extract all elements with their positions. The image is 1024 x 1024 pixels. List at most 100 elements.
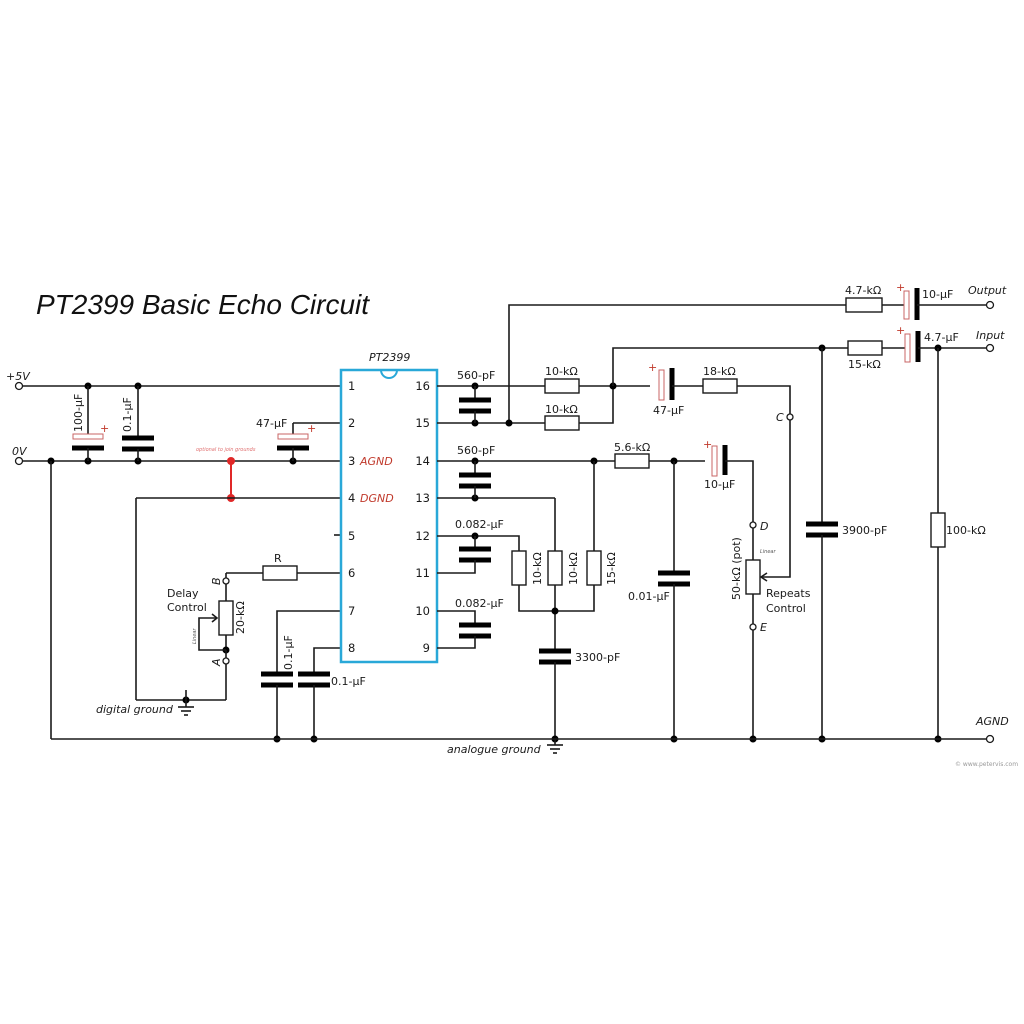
- ic-pin-2: 2: [348, 416, 355, 430]
- repeats-control: D Linear 50-kΩ (pot) Repeats Control E: [730, 520, 811, 743]
- svg-text:optional to join grounds: optional to join grounds: [196, 447, 256, 453]
- zero-v-terminal[interactable]: [14, 456, 24, 466]
- input-terminal[interactable]: [985, 343, 995, 353]
- svg-text:20-kΩ: 20-kΩ: [234, 601, 247, 634]
- capacitor-560pf-a: 560-pF: [437, 369, 650, 427]
- svg-text:5.6-kΩ: 5.6-kΩ: [614, 441, 650, 454]
- plus5v-label: +5V: [6, 370, 31, 383]
- svg-text:Delay: Delay: [167, 587, 199, 600]
- resistor-10k-b: 10-kΩ: [544, 386, 614, 431]
- svg-text:+: +: [100, 422, 109, 435]
- svg-text:10-kΩ: 10-kΩ: [567, 552, 580, 585]
- input-label: Input: [976, 329, 1005, 342]
- ic-pin-15: 15: [415, 416, 430, 430]
- svg-text:3300-pF: 3300-pF: [575, 651, 620, 664]
- svg-text:18-kΩ: 18-kΩ: [703, 365, 736, 378]
- ic-pin-4: 4: [348, 491, 355, 505]
- ic-pin-12: 12: [415, 529, 430, 543]
- svg-text:0.1-µF: 0.1-µF: [331, 675, 366, 688]
- svg-text:4.7-µF: 4.7-µF: [924, 331, 959, 344]
- analogue-ground-label: analogue ground: [447, 743, 542, 756]
- ic-pin-9: 9: [423, 641, 430, 655]
- resistor-5k6: 5.6-kΩ: [614, 441, 650, 469]
- svg-text:D: D: [760, 520, 768, 533]
- capacitor-47uf-pin2: + 47-µF: [256, 417, 340, 461]
- terminal-e[interactable]: [749, 623, 757, 631]
- svg-text:0.1-µF: 0.1-µF: [282, 635, 295, 670]
- svg-text:4.7-kΩ: 4.7-kΩ: [845, 284, 881, 297]
- agnd-terminal[interactable]: [985, 734, 995, 744]
- capacitor-0-082uf-b: 0.082-µF: [437, 597, 504, 649]
- watermark: © www.petervis.com: [955, 761, 1018, 768]
- ic-pin-8: 8: [348, 641, 355, 655]
- capacitor-0-082uf-a: 0.082-µF: [437, 518, 520, 574]
- svg-text:10-kΩ: 10-kΩ: [545, 403, 578, 416]
- svg-text:Linear: Linear: [192, 628, 198, 644]
- capacitor-0-1uf-supply: 0.1-µF: [121, 386, 154, 461]
- capacitor-10uf-repeats: + 10-µF: [703, 438, 754, 522]
- ic-pin-13: 13: [415, 491, 430, 505]
- svg-text:0.1-µF: 0.1-µF: [121, 397, 134, 432]
- ic-pin-3: 3: [348, 454, 355, 468]
- potentiometer-50k[interactable]: [745, 559, 761, 595]
- svg-text:47-µF: 47-µF: [653, 404, 684, 417]
- svg-text:0.082-µF: 0.082-µF: [455, 518, 504, 531]
- ic-pin-11: 11: [415, 566, 430, 580]
- terminal-b[interactable]: [222, 577, 230, 585]
- supply-5v-rail: +5V: [6, 370, 340, 391]
- svg-text:15-kΩ: 15-kΩ: [848, 358, 881, 371]
- plus5v-terminal[interactable]: [14, 381, 24, 391]
- svg-text:10-µF: 10-µF: [704, 478, 735, 491]
- input-line: 15-kΩ + 4.7-µF Input: [612, 324, 1005, 386]
- svg-text:10-kΩ: 10-kΩ: [545, 365, 578, 378]
- capacitor-0-01uf: 0.01-µF: [628, 461, 690, 743]
- zero-v-label: 0V: [12, 445, 28, 458]
- dgnd-wire: digital ground: [96, 497, 340, 716]
- svg-text:3900-pF: 3900-pF: [842, 524, 887, 537]
- ic-pin-name-dgnd: DGND: [360, 492, 394, 505]
- svg-text:47-µF: 47-µF: [256, 417, 287, 430]
- resistor-network: 10-kΩ 10-kΩ 15-kΩ: [511, 461, 618, 651]
- terminal-c[interactable]: [786, 413, 794, 421]
- svg-text:15-kΩ: 15-kΩ: [605, 552, 618, 585]
- delay-control: R B 20-kΩ Linear A Delay Control: [167, 552, 340, 700]
- output-label: Output: [968, 284, 1007, 297]
- ic-name: PT2399: [369, 351, 410, 364]
- capacitor-3900pf: 3900-pF: [806, 348, 887, 743]
- svg-text:+: +: [896, 281, 905, 294]
- diagram-title: PT2399 Basic Echo Circuit: [36, 289, 370, 320]
- ic-pin-1: 1: [348, 379, 355, 393]
- svg-text:0.082-µF: 0.082-µF: [455, 597, 504, 610]
- capacitor-560pf-b: 560-pF: [437, 444, 705, 502]
- agnd-label: AGND: [975, 715, 1009, 728]
- svg-text:+: +: [648, 361, 657, 374]
- svg-text:Linear: Linear: [760, 549, 776, 555]
- capacitor-3300pf: 3300-pF: [539, 648, 620, 743]
- ic-pin-14: 14: [415, 454, 430, 468]
- ic-pin-6: 6: [348, 566, 355, 580]
- ic-pin-10: 10: [415, 604, 430, 618]
- svg-text:+: +: [307, 422, 316, 435]
- svg-text:Control: Control: [766, 602, 806, 615]
- svg-text:Repeats: Repeats: [766, 587, 811, 600]
- capacitor-100uf: + 100-µF: [72, 386, 109, 461]
- ic-pin-16: 16: [415, 379, 430, 393]
- potentiometer-20k[interactable]: [218, 600, 234, 636]
- terminal-a[interactable]: [222, 657, 230, 665]
- ic-pin-7: 7: [348, 604, 355, 618]
- label-100uf: 100-µF: [72, 394, 85, 432]
- ic-pin-5: 5: [348, 529, 355, 543]
- digital-ground-label: digital ground: [96, 703, 174, 716]
- terminal-d[interactable]: [749, 521, 757, 529]
- svg-text:10-kΩ: 10-kΩ: [531, 552, 544, 585]
- svg-text:R: R: [274, 552, 282, 565]
- svg-text:E: E: [760, 621, 767, 634]
- svg-text:B: B: [210, 577, 223, 585]
- svg-text:100-kΩ: 100-kΩ: [946, 524, 986, 537]
- optional-ground-link: optional to join grounds: [196, 447, 256, 502]
- output-terminal[interactable]: [985, 300, 995, 310]
- capacitor-0-1uf-pin7: 0.1-µF: [261, 610, 340, 743]
- svg-text:+: +: [896, 324, 905, 337]
